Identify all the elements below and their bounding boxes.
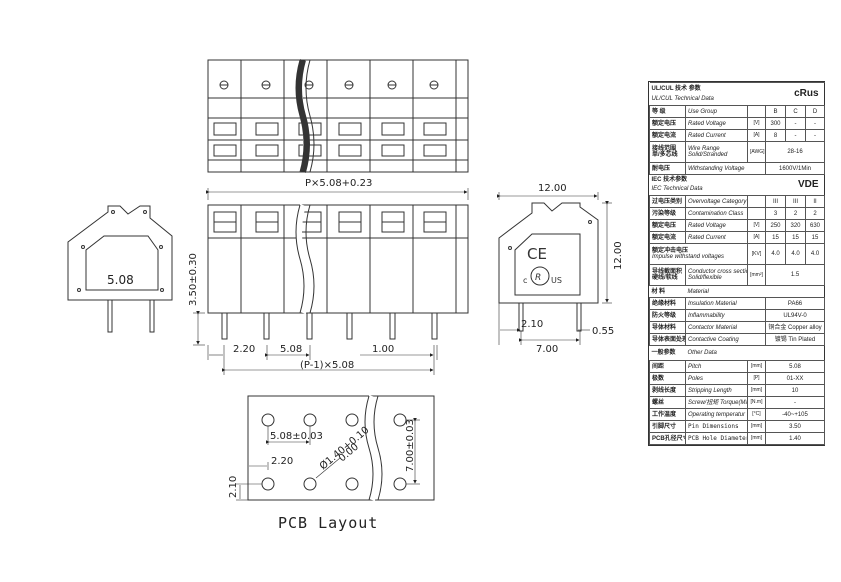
- ul-mark-icon: cRus: [765, 82, 825, 106]
- pcb-layout-title: PCB Layout: [278, 514, 378, 532]
- screw-icon: [261, 80, 271, 90]
- pin-pitch-label: 5.08: [280, 344, 302, 355]
- right-width-label: 12.00: [538, 183, 567, 194]
- pcb-row-label: 7.00±0.03: [405, 419, 416, 472]
- total-pitch-label: (P-1)×5.08: [300, 360, 354, 371]
- pcb-layout: [247, 395, 435, 501]
- right-offset-label: 2.10: [521, 319, 543, 330]
- right-height-label: 12.00: [613, 241, 624, 270]
- right-pin-span-label: 7.00: [536, 344, 558, 355]
- pcb-edge-label: 2.10: [228, 476, 239, 498]
- iec-header-en: IEC Technical Data: [651, 186, 703, 192]
- vde-mark-icon: VDE: [765, 174, 825, 196]
- pin-offset-label: 2.20: [233, 344, 255, 355]
- ul-header-en: UL/CUL Technical Data: [651, 96, 714, 102]
- pcb-offset-label: 2.20: [271, 456, 293, 467]
- pitch-formula-label: P×5.08+0.23: [305, 178, 372, 189]
- right-pin-label: 0.55: [592, 326, 614, 337]
- iec-header-zh: IEC 技术参数: [651, 177, 688, 183]
- right-dimensions: [497, 192, 612, 345]
- side-view-left: [67, 205, 173, 333]
- ul-header-zh: UL/CUL 技术 参数: [651, 86, 701, 92]
- screw-icon: [429, 80, 439, 90]
- top-view-poles: [213, 60, 457, 172]
- svg-text:US: US: [551, 276, 562, 285]
- pin-width-label: 1.00: [372, 344, 394, 355]
- ul-mark-icon: c R US: [523, 266, 562, 286]
- pcb-pitch-label: 5.08±0.03: [270, 431, 323, 442]
- screw-icon: [387, 80, 397, 90]
- screw-icon: [219, 80, 229, 90]
- top-view: [207, 59, 469, 173]
- svg-text:c: c: [523, 276, 527, 285]
- front-dimensions: [193, 188, 469, 375]
- pins: [221, 312, 438, 340]
- side-view-right: [498, 202, 599, 332]
- pin-height-label: 3.50±0.30: [188, 253, 199, 306]
- spec-table: UL/CUL 技术 参数 UL/CUL Technical Data cRus …: [648, 81, 826, 446]
- svg-text:CE: CE: [527, 245, 547, 263]
- pcb-hole-label: Ø1.40+0.10: [317, 424, 371, 472]
- screw-icon: [344, 80, 354, 90]
- pcb-dimensions: [236, 418, 420, 501]
- side-pitch-label: 5.08: [107, 273, 134, 287]
- ce-mark-icon: CE: [527, 245, 547, 263]
- front-view: [207, 204, 469, 340]
- svg-text:R: R: [535, 273, 541, 283]
